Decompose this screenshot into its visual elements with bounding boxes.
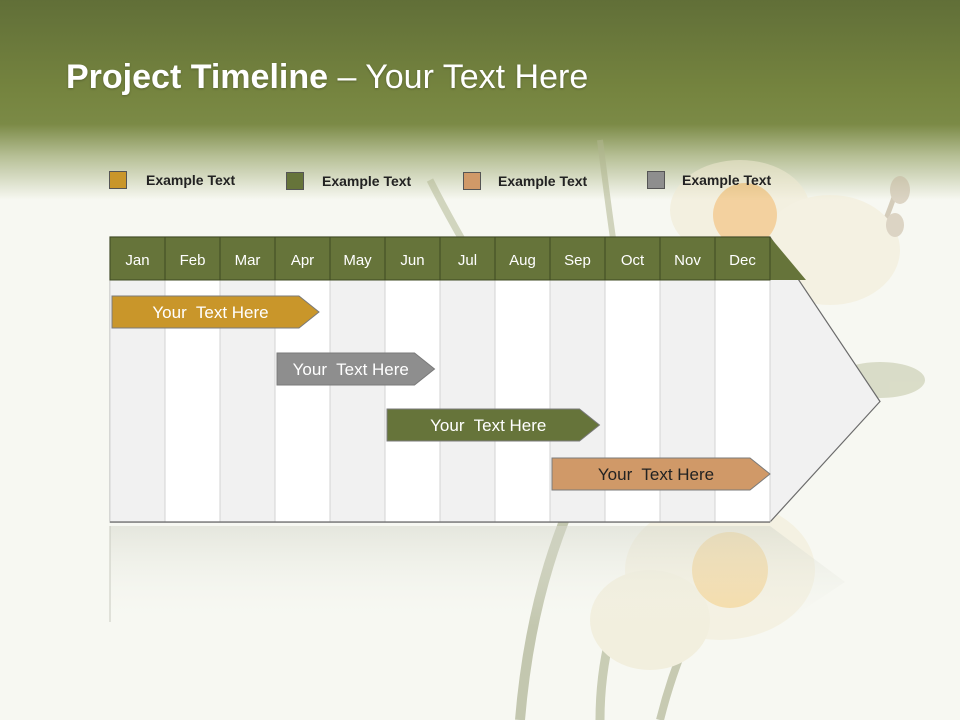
month-column-may (329, 279, 386, 523)
month-label-aug: Aug (509, 252, 536, 269)
legend-swatch-4 (647, 171, 665, 189)
legend-label-4: Example Text (682, 172, 772, 188)
month-label-may: May (343, 252, 372, 269)
month-column-aug (494, 279, 551, 523)
header-band (0, 0, 960, 200)
task-bar-1 (111, 295, 320, 329)
page-title: Project Timeline – Your Text Here (66, 58, 588, 108)
month-label-oct: Oct (621, 252, 645, 269)
task-bar-4 (551, 457, 771, 491)
month-header: Jan Feb Mar Apr May Jun Jul Aug Sep Oct Nov Dec (109, 236, 806, 281)
task-bar-2 (276, 352, 436, 386)
month-header-cell (659, 236, 716, 281)
task-label-2: Your Text Here (293, 360, 409, 379)
month-label-jun: Jun (400, 252, 424, 269)
month-header-cell (714, 236, 771, 281)
legend-label-3: Example Text (498, 173, 588, 189)
month-label-feb: Feb (180, 252, 206, 269)
month-header-cell (329, 236, 386, 281)
month-label-apr: Apr (291, 252, 314, 269)
legend-label-2: Example Text (322, 173, 412, 189)
task-label-3: Your Text Here (430, 416, 546, 435)
month-label-jan: Jan (125, 252, 149, 269)
month-header-cell (274, 236, 331, 281)
month-column-jul (439, 279, 496, 523)
month-label-sep: Sep (564, 252, 591, 269)
title-bold-part: Project Timeline (66, 58, 329, 96)
month-header-cell (439, 236, 496, 281)
legend-swatch-2 (286, 172, 304, 190)
month-header-cell (494, 236, 551, 281)
month-label-mar: Mar (235, 252, 261, 269)
timeline-reflection (109, 526, 845, 632)
month-label-jul: Jul (458, 252, 477, 269)
month-header-cell (219, 236, 276, 281)
month-column-jun (384, 279, 441, 523)
legend-label-1: Example Text (146, 172, 236, 188)
month-header-cell (164, 236, 221, 281)
month-header-cell (384, 236, 441, 281)
month-label-dec: Dec (729, 252, 756, 269)
legend-swatch-3 (463, 172, 481, 190)
task-bar-3 (386, 408, 601, 442)
task-label-1: Your Text Here (152, 303, 268, 322)
title-regular-part: – Your Text Here (328, 58, 589, 96)
legend-swatch-1 (109, 171, 127, 189)
task-label-4: Your Text Here (598, 465, 714, 484)
month-label-nov: Nov (674, 252, 701, 269)
